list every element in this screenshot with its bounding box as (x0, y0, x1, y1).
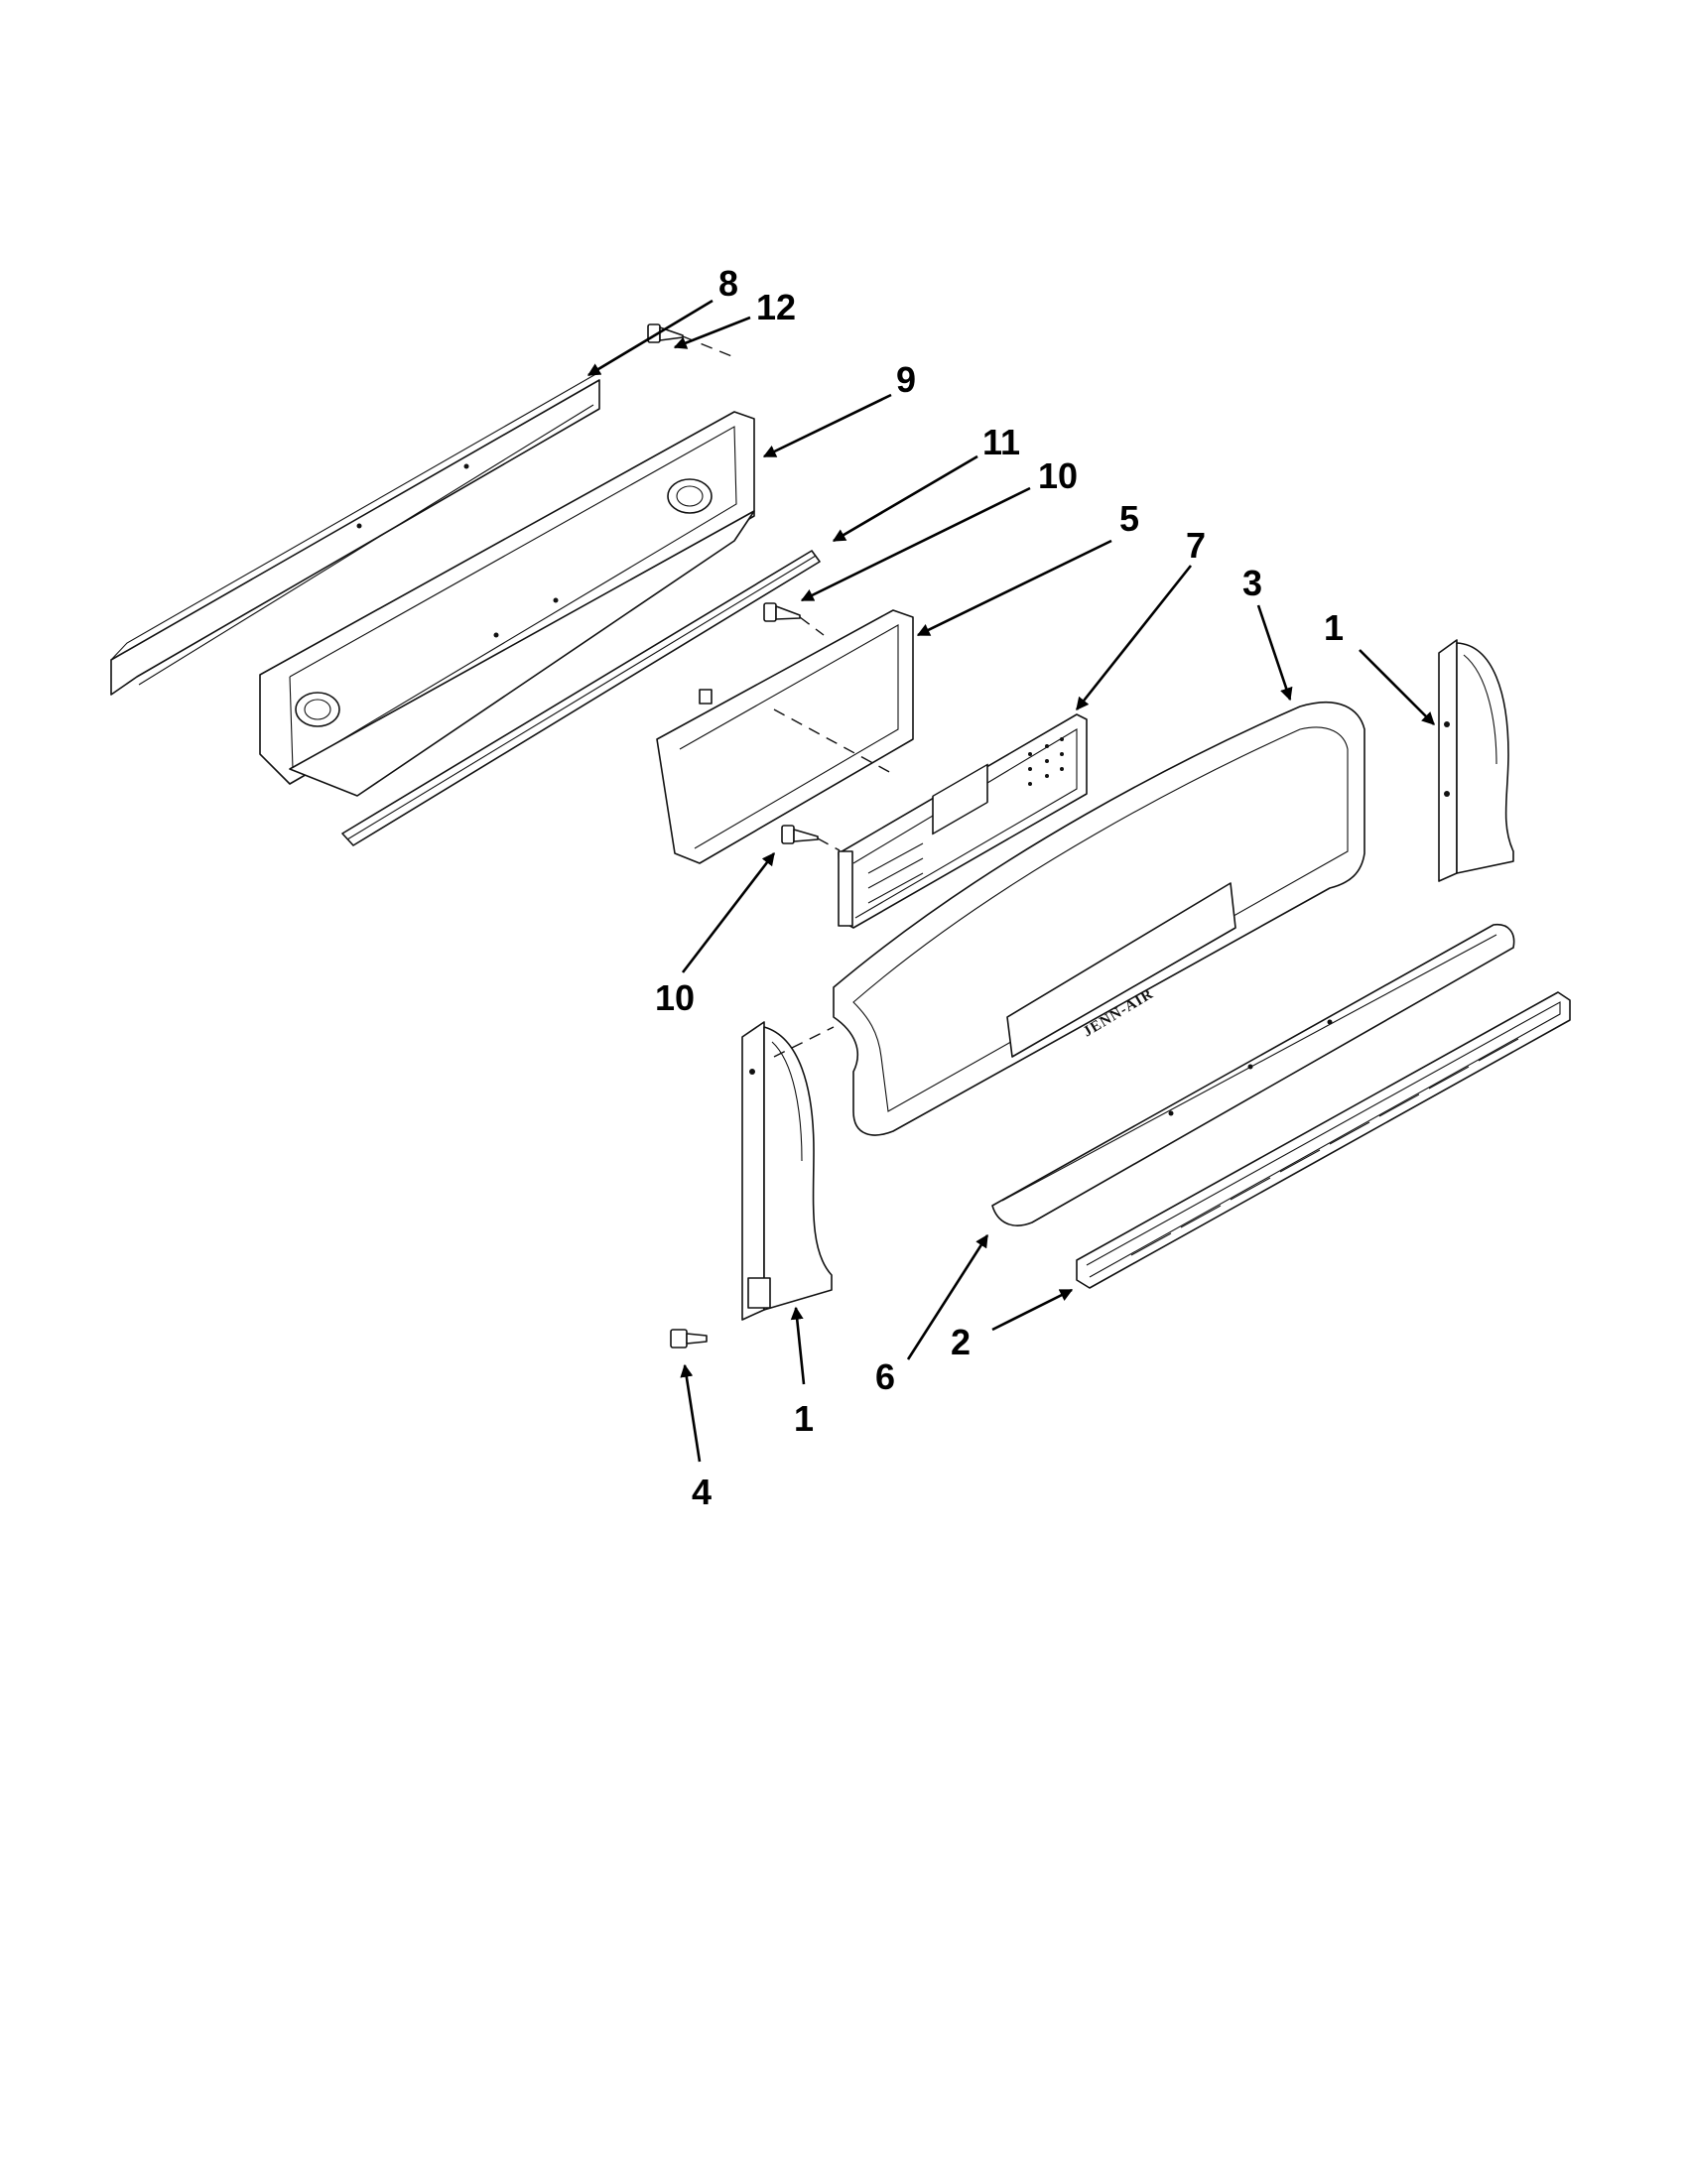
callout-9: 9 (896, 359, 916, 400)
callout-11: 11 (982, 422, 1020, 462)
callout-1-right: 1 (1324, 607, 1344, 648)
callout-6: 6 (875, 1356, 895, 1397)
part-9-control-housing (259, 411, 755, 797)
callout-5: 5 (1119, 498, 1139, 539)
part-4-screw (670, 1329, 708, 1349)
callout-8: 8 (718, 263, 738, 304)
callout-labels: 8 12 9 11 10 5 7 3 1 10 1 4 6 2 (655, 263, 1344, 1512)
part-2-vent-grille (1076, 991, 1571, 1289)
part-6-trim-strip (991, 923, 1515, 1226)
callout-4: 4 (692, 1472, 712, 1512)
callout-10-upper: 10 (1038, 455, 1078, 496)
callout-12: 12 (756, 287, 796, 327)
part-1-side-bracket-left (741, 1021, 835, 1321)
part-7-control-board (838, 713, 1088, 929)
callout-3: 3 (1242, 563, 1262, 603)
part-8-rear-panel (110, 371, 600, 696)
part-10-screw-upper (763, 602, 825, 636)
callout-1-left: 1 (794, 1398, 814, 1439)
callout-7: 7 (1186, 525, 1206, 566)
leader-lines (586, 299, 1435, 1463)
callout-2: 2 (951, 1322, 971, 1362)
part-1-side-bracket-right (1438, 639, 1514, 882)
part-10-screw-lower (781, 825, 841, 851)
callout-10-lower: 10 (655, 977, 695, 1018)
part-5-control-box (656, 609, 914, 864)
part-11-bracket-strip (341, 550, 821, 846)
